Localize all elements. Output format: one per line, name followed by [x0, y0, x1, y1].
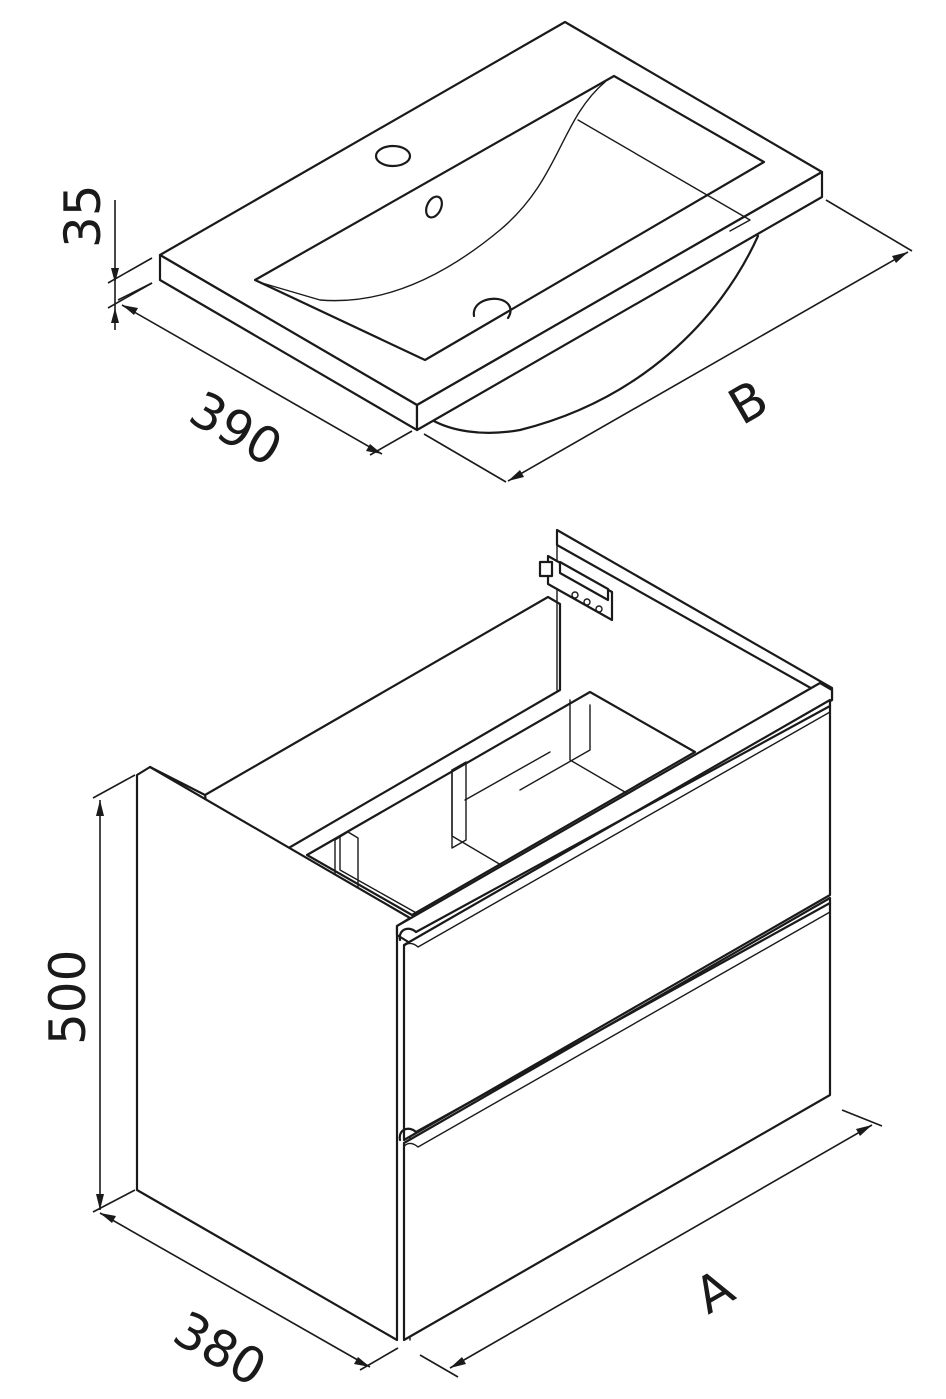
dim-cabinet-depth: [99, 1212, 399, 1371]
basin-bowl-underside: [430, 234, 760, 434]
dim-basin-depth: [117, 282, 413, 456]
dim-basin-width: [423, 199, 913, 483]
basin-bowl-bottom: [577, 119, 751, 232]
lower-drawer-handle: [398, 901, 832, 1142]
overflow-hole: [425, 195, 443, 219]
upper-drawer-front: [402, 698, 832, 1142]
dim-cabinet-height: [92, 774, 136, 1213]
dim-label-35: 35: [54, 184, 112, 248]
drawer-interior: [305, 690, 697, 917]
dim-basin-thickness: [107, 200, 153, 330]
dim-label-b: B: [719, 369, 778, 436]
tap-hole: [374, 144, 412, 168]
cabinet-left-side: [135, 765, 412, 1342]
lower-drawer-front: [402, 896, 832, 1342]
dim-cabinet-width: [419, 1109, 883, 1378]
basin-bowl-curve: [261, 81, 606, 302]
drain-hole: [472, 297, 512, 320]
dim-label-390: 390: [180, 380, 292, 478]
wall-bracket-icon: [538, 554, 614, 622]
dim-label-500: 500: [39, 950, 97, 1045]
dim-label-380: 380: [164, 1300, 276, 1398]
upper-drawer-handle: [398, 704, 832, 942]
dim-label-a: A: [685, 1258, 744, 1325]
basin-inner-opening: [253, 74, 766, 362]
washbasin: [158, 20, 824, 434]
vanity-cabinet: [135, 528, 834, 1342]
basin-right-edge: [415, 170, 824, 432]
cabinet-back-panel: [555, 528, 834, 702]
cabinet-top-rail: [395, 681, 834, 945]
basin-top-face: [158, 20, 824, 407]
